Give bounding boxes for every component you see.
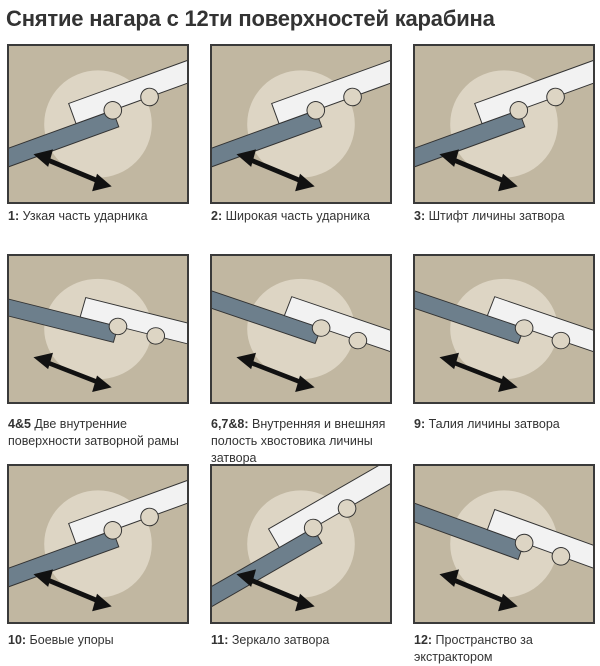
step-number: 12: — [414, 633, 433, 647]
step-number: 11: — [211, 633, 229, 647]
step-number: 9: — [414, 417, 426, 431]
illustration-panel-7 — [7, 464, 189, 624]
motion-arrow-icon — [236, 149, 315, 192]
panel-caption: 11: Зеркало затвора — [211, 632, 401, 649]
illustration-panel-9 — [413, 464, 595, 624]
step-number: 2: — [211, 209, 223, 223]
panel-caption: 12: Пространство за экстрактором — [414, 632, 600, 666]
motion-arrow-icon — [236, 352, 315, 392]
page-title: Снятие нагара с 12ти поверхностей караби… — [6, 6, 495, 31]
step-description: Две внутренние поверхности затворной рам… — [8, 417, 179, 448]
illustration-panel-6 — [413, 254, 595, 404]
step-description: Зеркало затвора — [228, 633, 330, 647]
panel-caption: 4&5 Две внутренние поверхности затворной… — [8, 416, 198, 450]
step-number: 6,7&8: — [211, 417, 249, 431]
motion-arrow-icon — [439, 569, 518, 612]
motion-arrow-icon — [236, 569, 315, 612]
step-description: Широкая часть ударника — [222, 209, 370, 223]
panel-caption: 2: Широкая часть ударника — [211, 208, 401, 225]
motion-arrow-icon — [33, 352, 112, 392]
illustration-panel-1 — [7, 44, 189, 204]
illustration-panel-3 — [413, 44, 595, 204]
motion-arrow-icon — [33, 569, 112, 612]
step-description: Штифт личины затвора — [425, 209, 565, 223]
illustration-panel-2 — [210, 44, 392, 204]
illustration-panel-4 — [7, 254, 189, 404]
step-number: 4&5 — [8, 417, 31, 431]
panel-caption: 1: Узкая часть ударника — [8, 208, 198, 225]
illustration-panel-5 — [210, 254, 392, 404]
motion-arrow-icon — [439, 352, 518, 392]
step-description: Пространство за экстрактором — [414, 633, 533, 664]
panel-caption: 3: Штифт личины затвора — [414, 208, 600, 225]
step-description: Внутренняя и внешняя полость хвостовика … — [211, 417, 386, 465]
step-description: Боевые упоры — [26, 633, 114, 647]
illustration-panel-8 — [210, 464, 392, 624]
motion-arrow-icon — [33, 149, 112, 192]
step-number: 3: — [414, 209, 426, 223]
panel-caption: 6,7&8: Внутренняя и внешняя полость хвос… — [211, 416, 401, 467]
step-number: 1: — [8, 209, 20, 223]
step-description: Талия личины затвора — [425, 417, 560, 431]
step-number: 10: — [8, 633, 27, 647]
panel-caption: 9: Талия личины затвора — [414, 416, 600, 433]
panel-caption: 10: Боевые упоры — [8, 632, 198, 649]
motion-arrow-icon — [439, 149, 518, 192]
step-description: Узкая часть ударника — [19, 209, 148, 223]
